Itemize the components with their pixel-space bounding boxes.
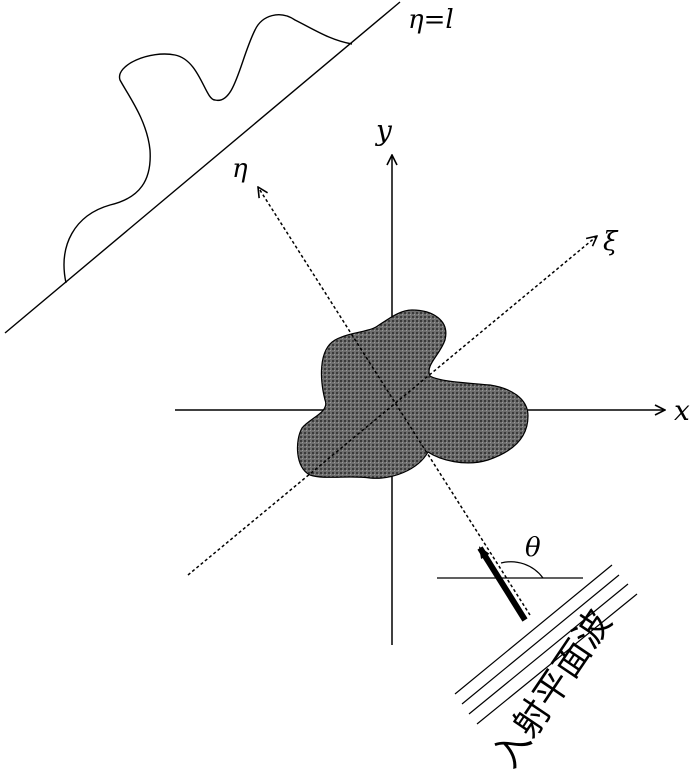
incident-arrow <box>477 546 528 622</box>
scatterer-body <box>296 309 529 479</box>
projection-line <box>4 1 401 334</box>
y-axis-label: y <box>374 114 393 147</box>
x-axis-label: x <box>674 394 690 427</box>
projection-line-label: η=l <box>408 5 454 35</box>
wave-fronts <box>454 564 638 725</box>
angle-label: θ <box>525 533 541 563</box>
eta-axis-label: η <box>232 154 248 184</box>
xi-axis <box>187 236 597 576</box>
xi-axis-label: ξ <box>603 227 619 257</box>
angle-arc <box>500 561 544 579</box>
eta-axis <box>258 187 531 616</box>
projection-curve <box>63 14 353 284</box>
